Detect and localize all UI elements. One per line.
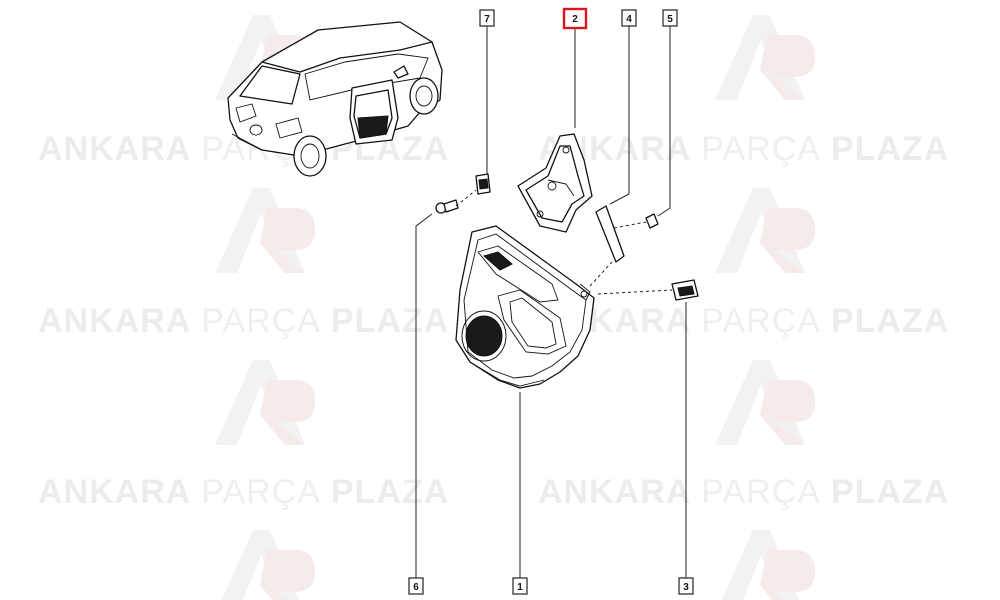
callout-label: 4 <box>626 14 632 25</box>
watermark-logo <box>715 15 815 100</box>
watermark-word: ANKARA <box>38 302 191 340</box>
part-clip-5 <box>645 213 659 229</box>
watermark-word: PLAZA <box>831 130 949 168</box>
watermark-word: PLAZA <box>331 473 449 511</box>
part-door-panel-1 <box>455 225 595 389</box>
watermark-word: ANKARA <box>38 130 191 168</box>
watermark-logo <box>721 530 815 600</box>
callout-label: 5 <box>667 14 673 25</box>
watermark-word: PLAZA <box>831 302 949 340</box>
watermark-word: PARÇA <box>201 302 321 340</box>
watermark-logo <box>221 530 315 600</box>
watermark-word: PARÇA <box>701 130 821 168</box>
callout-5[interactable]: 5 <box>662 9 678 27</box>
callout-label: 1 <box>517 582 523 593</box>
watermark-word: PARÇA <box>701 302 821 340</box>
watermark-logo <box>215 188 315 273</box>
part-bracket-3 <box>671 279 699 301</box>
leader-lines <box>415 26 687 578</box>
callout-1[interactable]: 1 <box>512 577 528 595</box>
part-fastener-6 <box>435 199 459 214</box>
callout-2[interactable]: 2 <box>562 7 588 30</box>
callout-label: 6 <box>413 582 419 593</box>
watermark-word: ANKARA <box>38 473 191 511</box>
watermark-word: PARÇA <box>201 473 321 511</box>
callout-label: 3 <box>683 582 689 593</box>
part-trim-strip-4 <box>595 205 625 263</box>
callout-3[interactable]: 3 <box>678 577 694 595</box>
watermark-logo <box>715 188 815 273</box>
watermark-word: PLAZA <box>331 302 449 340</box>
part-clip-7 <box>475 173 491 195</box>
watermark-word: PARÇA <box>701 473 821 511</box>
callout-6[interactable]: 6 <box>408 577 424 595</box>
watermark-word: PLAZA <box>831 473 949 511</box>
car-illustration <box>227 21 443 177</box>
callout-7[interactable]: 7 <box>479 9 495 27</box>
callout-4[interactable]: 4 <box>621 9 637 27</box>
part-handle-trim-2 <box>517 133 593 233</box>
watermark-logos <box>215 15 815 600</box>
watermark-logo <box>215 360 315 445</box>
watermark-logo <box>715 360 815 445</box>
callout-label: 2 <box>572 14 578 25</box>
watermark-word: ANKARA <box>538 473 691 511</box>
callout-label: 7 <box>484 14 490 25</box>
